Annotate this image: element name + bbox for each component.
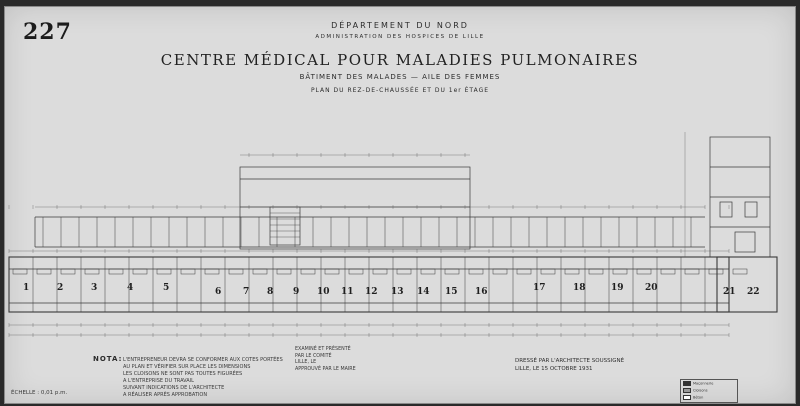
room-number: 5 [163, 283, 170, 293]
note-label: NOTA: [93, 355, 123, 363]
window-opening [588, 268, 604, 275]
window-opening [84, 268, 100, 275]
room-number: 6 [215, 287, 222, 297]
room-number: 9 [293, 287, 300, 297]
legend: Maçonnerie Cloisons Béton [680, 379, 738, 403]
window-opening [300, 268, 316, 275]
sheet-number: 227 [23, 19, 72, 45]
window-opening [396, 268, 412, 275]
room-number: 7 [243, 287, 250, 297]
window-opening [252, 268, 268, 275]
window-opening [732, 268, 748, 275]
window-opening [516, 268, 532, 275]
window-opening [204, 268, 220, 275]
room-number: 1 [23, 283, 30, 293]
room-number: 20 [645, 283, 658, 293]
window-opening [564, 268, 580, 275]
drawing-subtitle: BÂTIMENT DES MALADES — AILE DES FEMMES [299, 73, 501, 81]
window-opening [684, 268, 700, 275]
window-opening [132, 268, 148, 275]
window-opening [108, 268, 124, 275]
room-number: 13 [391, 287, 404, 297]
window-opening [636, 268, 652, 275]
floor-plan-drawing [8, 132, 778, 337]
legend-item: Cloisons [683, 388, 708, 393]
window-opening [612, 268, 628, 275]
room-number: 18 [573, 283, 586, 293]
department-heading: DÉPARTEMENT DU NORD [331, 21, 469, 30]
window-opening [468, 268, 484, 275]
room-number: 15 [445, 287, 458, 297]
room-number: 8 [267, 287, 274, 297]
blueprint-sheet: 227 DÉPARTEMENT DU NORD ADMINISTRATION D… [4, 6, 796, 404]
window-opening [36, 268, 52, 275]
scale-note: ÉCHELLE : 0,01 p.m. [11, 390, 68, 396]
room-number: 4 [127, 283, 134, 293]
window-opening [348, 268, 364, 275]
window-opening [276, 268, 292, 275]
window-opening [324, 268, 340, 275]
architect-signature: DRESSÉ PAR L'ARCHITECTE SOUSSIGNÉ LILLE,… [515, 358, 625, 372]
administration-heading: ADMINISTRATION DES HOSPICES DE LILLE [315, 34, 485, 40]
window-opening [708, 268, 724, 275]
approval-block: EXAMINÉ ET PRÉSENTÉ PAR LE COMITÉ LILLE,… [295, 347, 356, 372]
room-number: 16 [475, 287, 488, 297]
window-opening [492, 268, 508, 275]
room-number: 17 [533, 283, 546, 293]
window-opening [60, 268, 76, 275]
window-opening [12, 268, 28, 275]
room-number: 2 [57, 283, 64, 293]
window-opening [660, 268, 676, 275]
central-block [239, 166, 471, 250]
window-opening [420, 268, 436, 275]
room-number: 21 [723, 287, 736, 297]
window-opening [540, 268, 556, 275]
room-number: 19 [611, 283, 624, 293]
staircase [269, 206, 301, 246]
note-text: L'ENTREPRENEUR DEVRA SE CONFORMER AUX CO… [123, 357, 283, 398]
room-number: 22 [747, 287, 760, 297]
room-number: 3 [91, 283, 98, 293]
room-number: 14 [417, 287, 430, 297]
window-opening [444, 268, 460, 275]
window-opening [180, 268, 196, 275]
room-number: 11 [341, 287, 354, 297]
room-number: 10 [317, 287, 330, 297]
window-opening [228, 268, 244, 275]
drawing-title: CENTRE MÉDICAL POUR MALADIES PULMONAIRES [160, 51, 640, 69]
legend-item: Béton [683, 395, 703, 400]
window-opening [156, 268, 172, 275]
window-opening [372, 268, 388, 275]
plan-label: PLAN DU REZ-DE-CHAUSSÉE ET DU 1er ÉTAGE [310, 87, 490, 94]
legend-item: Maçonnerie [683, 381, 713, 386]
room-number: 12 [365, 287, 378, 297]
